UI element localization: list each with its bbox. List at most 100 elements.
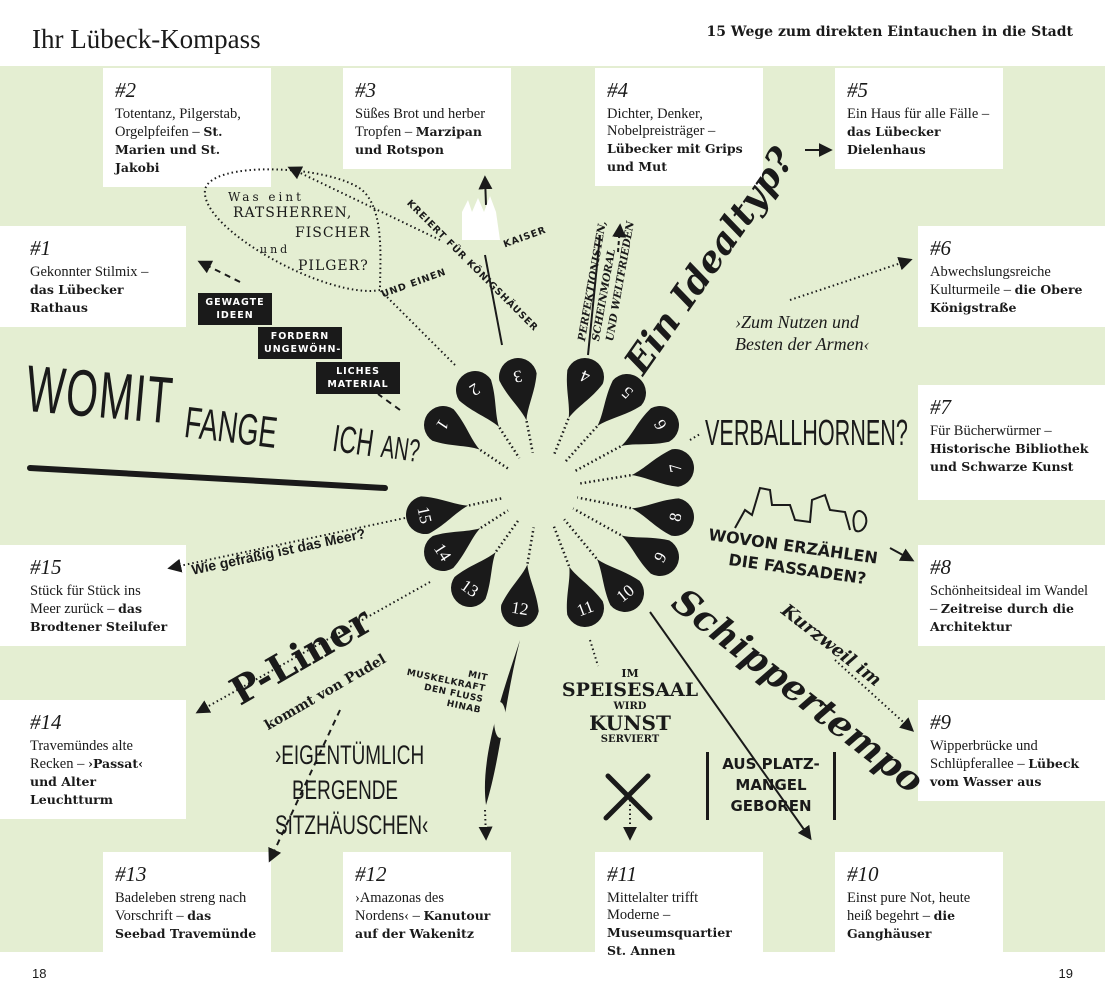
tip-title: Marzipan und Rotspon (355, 124, 482, 157)
tip-title: das Brodtener Steilufer (30, 601, 168, 634)
wird: WIRD (613, 700, 647, 712)
knife-brush-icon (603, 773, 653, 821)
phrase-ratsherren: RATSHERREN, (233, 205, 353, 221)
pin-number: 3 (512, 366, 524, 386)
pin-dotted-line (552, 525, 571, 567)
arrow-to-1 (197, 260, 241, 283)
pin-dotted-line (564, 425, 598, 463)
thought-ellipse (203, 168, 382, 292)
tip-title: das Lübecker Rathaus (30, 282, 124, 315)
phrase-verballhornen: VERBALLHORNEN? (705, 412, 908, 453)
pin-dotted-line (577, 496, 632, 510)
eigen-2: BERGENDE (291, 775, 399, 805)
dotted-to-ellipse (379, 289, 456, 366)
arrow-to-13 (268, 709, 341, 863)
tip-number: #1 (30, 236, 51, 260)
speisesaal-block: IM SPEISESAAL WIRD KUNST SERVIERT (560, 667, 700, 745)
arrow-to-3 (478, 175, 493, 206)
pin-13 (451, 552, 496, 607)
arrow-to-4 (612, 223, 627, 253)
title-womit: WOMIT (23, 350, 177, 438)
dotted-to-speisesaal (589, 639, 599, 667)
pin-dotted-line (525, 420, 534, 453)
tip-text: Gekonnter Stilmix – (30, 264, 149, 280)
phrase-nutzen-2: Besten der Armen‹ (735, 334, 870, 354)
pin-number: 12 (510, 598, 530, 620)
tip-title: die Ganghäuser (847, 908, 956, 941)
aus-2: MANGEL (735, 776, 807, 794)
tip-text: Badeleben streng nach Vorschrift – (115, 890, 247, 924)
tip-text: Abwechslungsreiche Kulturmeile – (930, 264, 1051, 298)
pin-number: 8 (665, 511, 685, 523)
phrase-nutzen-1: ›Zum Nutzen und (735, 312, 860, 332)
tip-title: Lübecker mit Grips und Mut (607, 141, 743, 174)
tip-text: Mittelalter trifft Moderne – (607, 890, 699, 923)
tip-number: #7 (930, 395, 951, 419)
aus-1: AUS PLATZ- (722, 755, 820, 773)
arrow-to-2 (287, 166, 441, 241)
tip-number: #11 (607, 862, 637, 886)
tag-connector (377, 393, 401, 411)
tip-number: #4 (607, 78, 628, 102)
tip-text: Ein Haus für alle Fälle – (847, 106, 990, 122)
tip-text: Totentanz, Pilgerstab, Orgelpfeifen – (115, 106, 241, 140)
page-number-left: 18 (32, 966, 47, 981)
pin-dotted-line (498, 427, 521, 459)
tag-gewagte-ideen: GEWAGTE IDEEN (198, 293, 272, 325)
title-an: AN? (378, 428, 423, 470)
tip-text: Travemündes alte Recken – (30, 738, 133, 772)
tip-text: ›Amazonas des Nordens‹ – (355, 890, 444, 924)
pin-9 (621, 535, 679, 576)
tip-number: #2 (115, 78, 136, 102)
tag-fordern: FORDERN UNGEWÖHN- (258, 327, 342, 359)
facades-icon (734, 486, 868, 533)
pin-dotted-line (572, 445, 622, 474)
tip-text: Für Bücherwürmer – (930, 423, 1052, 439)
canoe-cockpit (494, 702, 506, 738)
im: IM (621, 667, 639, 680)
line-verball (689, 433, 701, 441)
pin-dotted-line (495, 520, 519, 553)
arrow-to-8 (889, 547, 915, 562)
tip-title: Lübeck vom Wasser aus (930, 756, 1080, 789)
tip-number: #10 (847, 862, 879, 886)
tip-title: St. Marien und St. Jakobi (115, 124, 223, 175)
tip-number: #14 (30, 710, 62, 734)
pin-14 (424, 528, 481, 571)
pin-dotted-line (577, 474, 631, 486)
phrase-pilger: PILGER? (298, 258, 369, 274)
tip-number: #3 (355, 78, 376, 102)
tip-number: #15 (30, 555, 62, 579)
page-number-right: 19 (1058, 966, 1073, 981)
pin-2 (456, 371, 499, 427)
phrase-und: und (260, 243, 291, 256)
tip-title: Kanutour auf der Wakenitz (355, 908, 491, 941)
tag-material: LICHES MATERIAL (316, 362, 400, 394)
page-subtitle: 15 Wege zum direkten Eintauchen in die S… (706, 24, 1073, 40)
arrow-to-12 (478, 809, 493, 841)
tip-text: Einst pure Not, heute heiß begehrt – (847, 890, 971, 924)
pin-dotted-line (526, 527, 535, 564)
church-icon (462, 196, 500, 240)
pin-dotted-line (552, 418, 570, 456)
pin-dotted-line (563, 518, 598, 560)
page-title: Ihr Lübeck-Kompass (32, 24, 261, 54)
title-ich: ICH (330, 418, 377, 466)
sitzhaeuschen-block: ›EIGENTÜMLICH BERGENDE SITZHÄUSCHEN‹ (245, 738, 445, 843)
pin-1 (424, 406, 480, 450)
tip-number: #9 (930, 710, 951, 734)
pin-12 (501, 564, 539, 627)
tip-number: #5 (847, 78, 868, 102)
pin-4 (566, 358, 604, 418)
arrow-to-6 (789, 256, 913, 301)
